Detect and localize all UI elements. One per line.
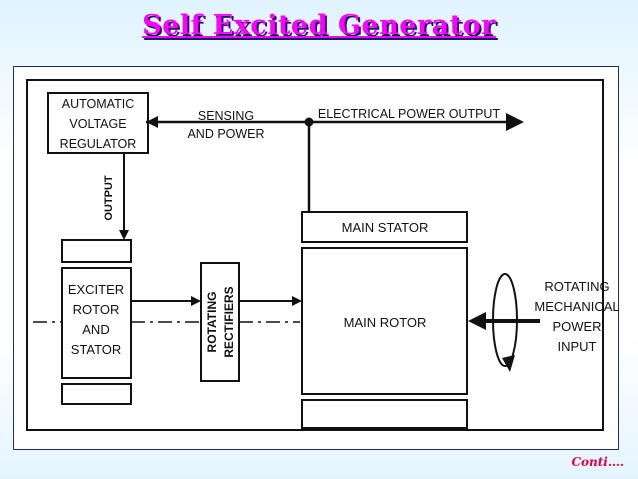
main-stator-bottom <box>301 399 468 429</box>
mech-input-label-line3: POWER <box>552 319 601 334</box>
rectifier-label-line1: ROTATING <box>205 292 219 353</box>
sensing-label-line2: AND POWER <box>187 127 264 141</box>
avr-block: AUTOMATIC VOLTAGE REGULATOR <box>47 92 149 154</box>
exciter-block: EXCITER ROTOR AND STATOR <box>61 239 132 405</box>
mech-input-label-line4: INPUT <box>558 339 597 354</box>
mech-input-label-line2: MECHANICAL <box>534 299 619 314</box>
exciter-label-line3: AND <box>82 322 109 337</box>
mech-input-label-line1: ROTATING <box>544 279 609 294</box>
exciter-label-line1: EXCITER <box>68 282 124 297</box>
power-output-line <box>146 113 524 212</box>
avr-label-line3: REGULATOR <box>60 137 137 151</box>
rectifier-label-line2: RECTIFIERS <box>222 286 236 357</box>
exciter-label-line2: ROTOR <box>73 302 120 317</box>
main-rotor-block: MAIN ROTOR <box>301 247 468 395</box>
rotation-arrowhead <box>502 355 515 372</box>
rectifier-block: ROTATING RECTIFIERS <box>200 262 240 382</box>
sensing-label-line1: SENSING <box>198 109 254 123</box>
avr-label-line1: AUTOMATIC <box>62 97 134 111</box>
slide-title: Self Excited Generator <box>142 10 496 41</box>
main-stator-block: MAIN STATOR <box>301 211 468 243</box>
mechanical-input <box>468 273 540 372</box>
avr-label-line2: VOLTAGE <box>69 117 126 131</box>
continued-note: Conti…. <box>571 455 624 469</box>
power-output-label: ELECTRICAL POWER OUTPUT <box>318 107 501 121</box>
main-rotor-label: MAIN ROTOR <box>344 315 427 330</box>
output-label: OUTPUT <box>103 175 115 221</box>
main-stator-label: MAIN STATOR <box>342 220 429 235</box>
exciter-label-line4: STATOR <box>71 342 122 357</box>
